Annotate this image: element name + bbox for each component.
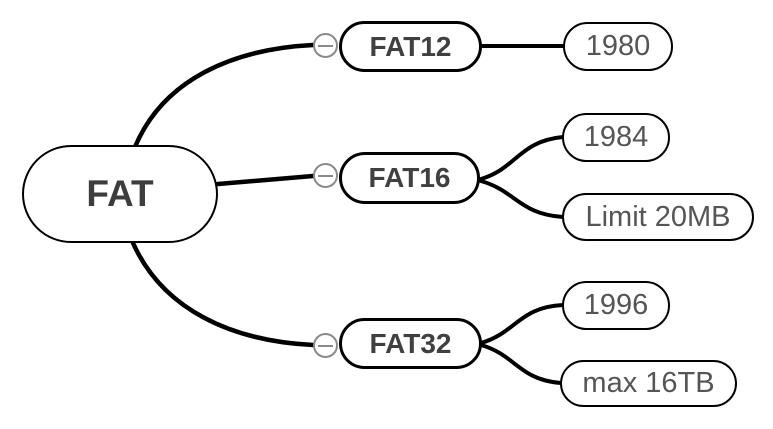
edge-root-fat12 <box>132 42 316 150</box>
node-fat32[interactable]: FAT32 <box>339 318 482 369</box>
minus-circle-icon <box>318 44 333 47</box>
collapse-toggle-fat32[interactable] <box>313 333 338 358</box>
minus-circle-icon <box>318 174 333 177</box>
edge-root-fat32 <box>130 240 316 348</box>
edge-fat32-1996 <box>479 303 565 345</box>
node-max-16tb[interactable]: max 16TB <box>560 360 737 407</box>
edge-root-fat16 <box>215 173 316 187</box>
edge-fat16-1984 <box>479 135 565 181</box>
collapse-toggle-fat12[interactable] <box>313 33 338 58</box>
minus-circle-icon <box>318 344 333 347</box>
node-limit-20mb[interactable]: Limit 20MB <box>562 193 754 241</box>
node-1996[interactable]: 1996 <box>562 281 670 330</box>
node-1984[interactable]: 1984 <box>562 113 670 162</box>
node-1980[interactable]: 1980 <box>563 22 673 71</box>
node-fat16[interactable]: FAT16 <box>339 152 480 204</box>
node-root-fat[interactable]: FAT <box>22 145 218 243</box>
edge-fat32-max <box>479 343 563 385</box>
collapse-toggle-fat16[interactable] <box>313 163 338 188</box>
edge-fat16-limit <box>479 179 565 219</box>
node-fat12[interactable]: FAT12 <box>339 21 482 72</box>
